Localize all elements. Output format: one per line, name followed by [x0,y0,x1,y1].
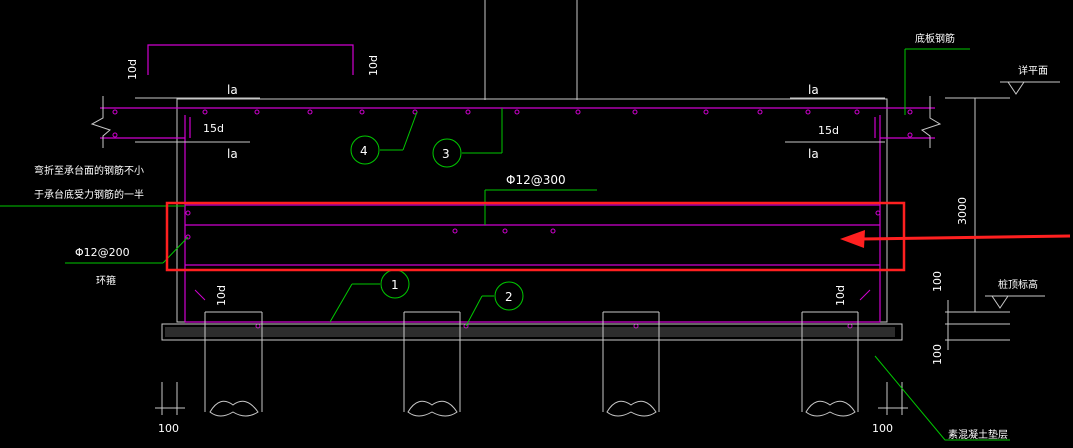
note-detail-plane: 详平面 [1018,64,1048,77]
dim-100-bottom-left: 100 [158,422,179,435]
piles [204,311,859,417]
callout-2-label: 2 [505,290,513,304]
pile-1 [204,311,263,417]
detail-plane-triangle [1007,81,1025,95]
bar-spec-left: Φ12@200 [75,246,130,259]
bend-note-line2: 于承台底受力钢筋的一半 [34,188,144,201]
dim-100-right-a: 100 [931,271,944,292]
note-bottom-rebar: 底板钢筋 [915,32,955,45]
dim-bottom-right [878,382,908,415]
highlight-arrow-head [840,230,865,248]
callout-1-label: 1 [391,278,399,292]
bracket-bottom-left [194,289,206,301]
dim-100-bottom-right: 100 [872,422,893,435]
break-mark-left [90,96,111,148]
label-10d-top-right: 10d [367,55,380,76]
label-la-top-left: la [227,83,238,97]
label-10d-bottom-left: 10d [215,285,228,306]
callout-3: 3 [432,108,503,168]
label-10d-top-left: 10d [126,59,139,80]
dim-100-right-b: 100 [931,344,944,365]
callout-1: 1 [329,269,410,323]
callout-4: 4 [350,111,418,165]
label-15d-right: 15d [818,124,839,137]
hook-top-left [147,44,354,75]
dim-bottom-left [155,382,185,415]
label-la-bottom-right: la [808,147,819,161]
bar-spec-middle: Φ12@300 [506,173,566,187]
callout-4-label: 4 [360,144,368,158]
bend-note-line1: 弯折至承台面的钢筋不小 [34,164,144,177]
break-mark-right [920,96,942,148]
cushion-hatch [165,327,895,337]
label-la-bottom-left: la [227,147,238,161]
highlight-box [165,201,906,272]
note-pile-top-elevation: 桩顶标高 [998,278,1038,291]
top-bar-dots [112,109,913,329]
dim-right-vertical [945,97,1010,350]
bracket-bottom-right [859,289,871,301]
callout-2: 2 [465,281,524,327]
pile-top-triangle [991,295,1009,309]
pile-cap-outline [176,98,888,323]
cushion-layer [161,323,903,341]
cushion-leader [874,355,1010,441]
callout-3-label: 3 [442,147,450,161]
note-cushion: 素混凝土垫层 [948,428,1008,441]
label-15d-left: 15d [203,122,224,135]
label-la-top-right: la [808,83,819,97]
label-10d-bottom-right: 10d [834,285,847,306]
highlight-arrow-shaft [859,234,1071,241]
pile-3 [602,311,660,417]
pile-2 [403,311,461,417]
pile-4 [801,311,859,417]
dim-3000: 3000 [956,197,969,225]
ring-bar-label: 环箍 [96,274,116,287]
